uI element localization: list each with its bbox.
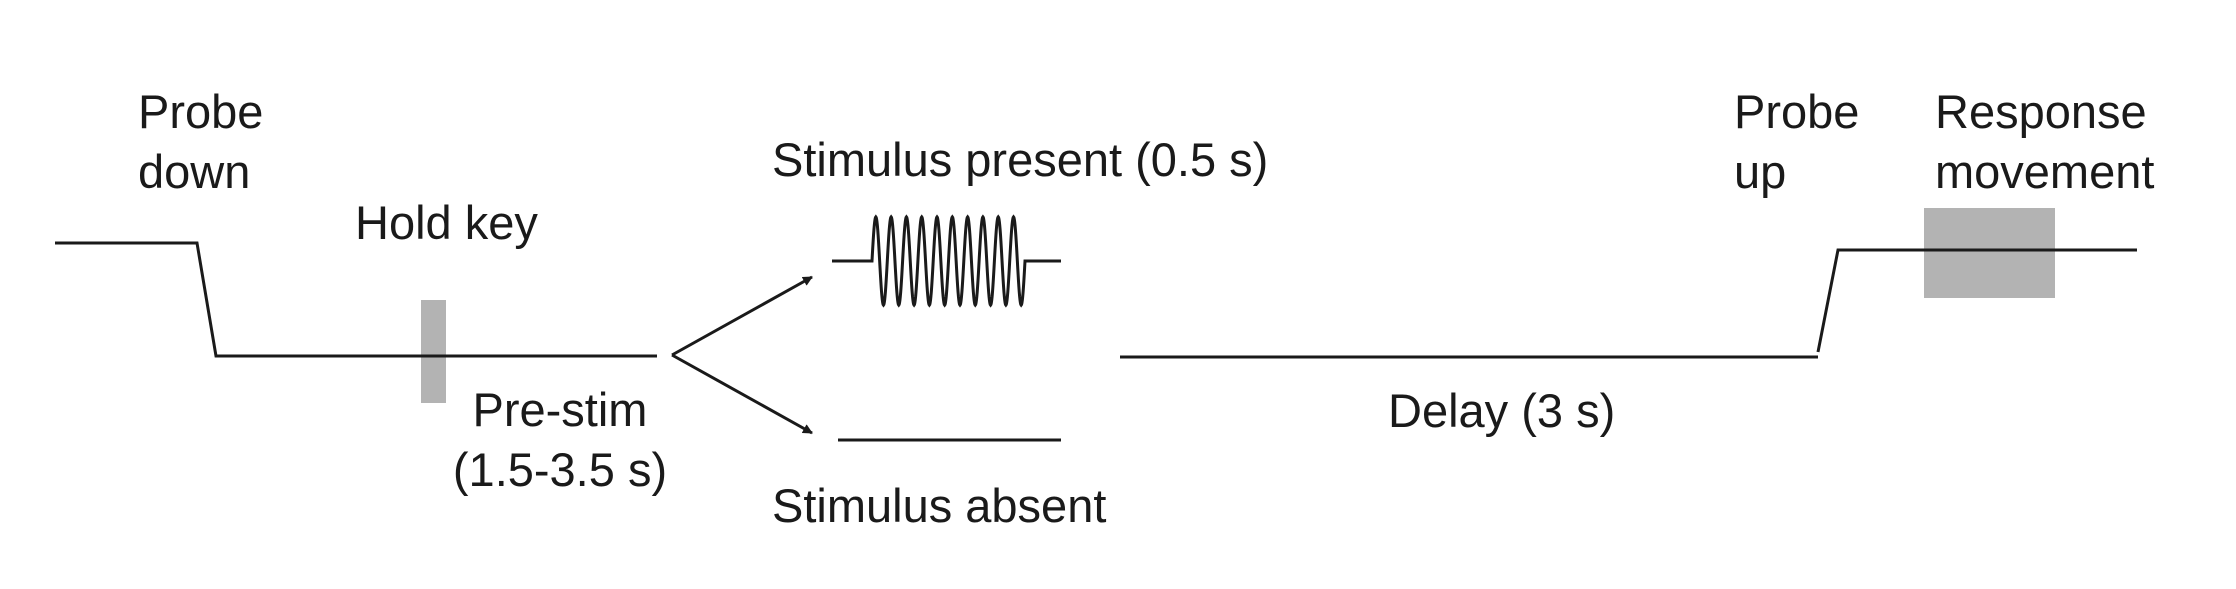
probe-up-label: Probe up [1734,85,1860,198]
response-movement-marker [1924,208,2055,298]
hold-key-marker [421,300,446,403]
stimulus-absent-label: Stimulus absent [772,479,1107,532]
probe-down-trace [55,241,657,358]
probe-down-label: Probe down [138,85,264,198]
probe-up-trace [1816,248,2137,353]
delay-label: Delay (3 s) [1388,384,1616,437]
response-movement-label: Response movement [1935,85,2155,198]
arrow-to-stimulus-absent [671,353,813,435]
pre-stim-label: Pre-stim (1.5-3.5 s) [452,383,668,496]
stimulus-present-trace [832,214,1061,308]
hold-key-label: Hold key [355,196,538,249]
stimulus-present-label: Stimulus present (0.5 s) [772,133,1269,186]
arrow-to-stimulus-present [671,275,813,357]
